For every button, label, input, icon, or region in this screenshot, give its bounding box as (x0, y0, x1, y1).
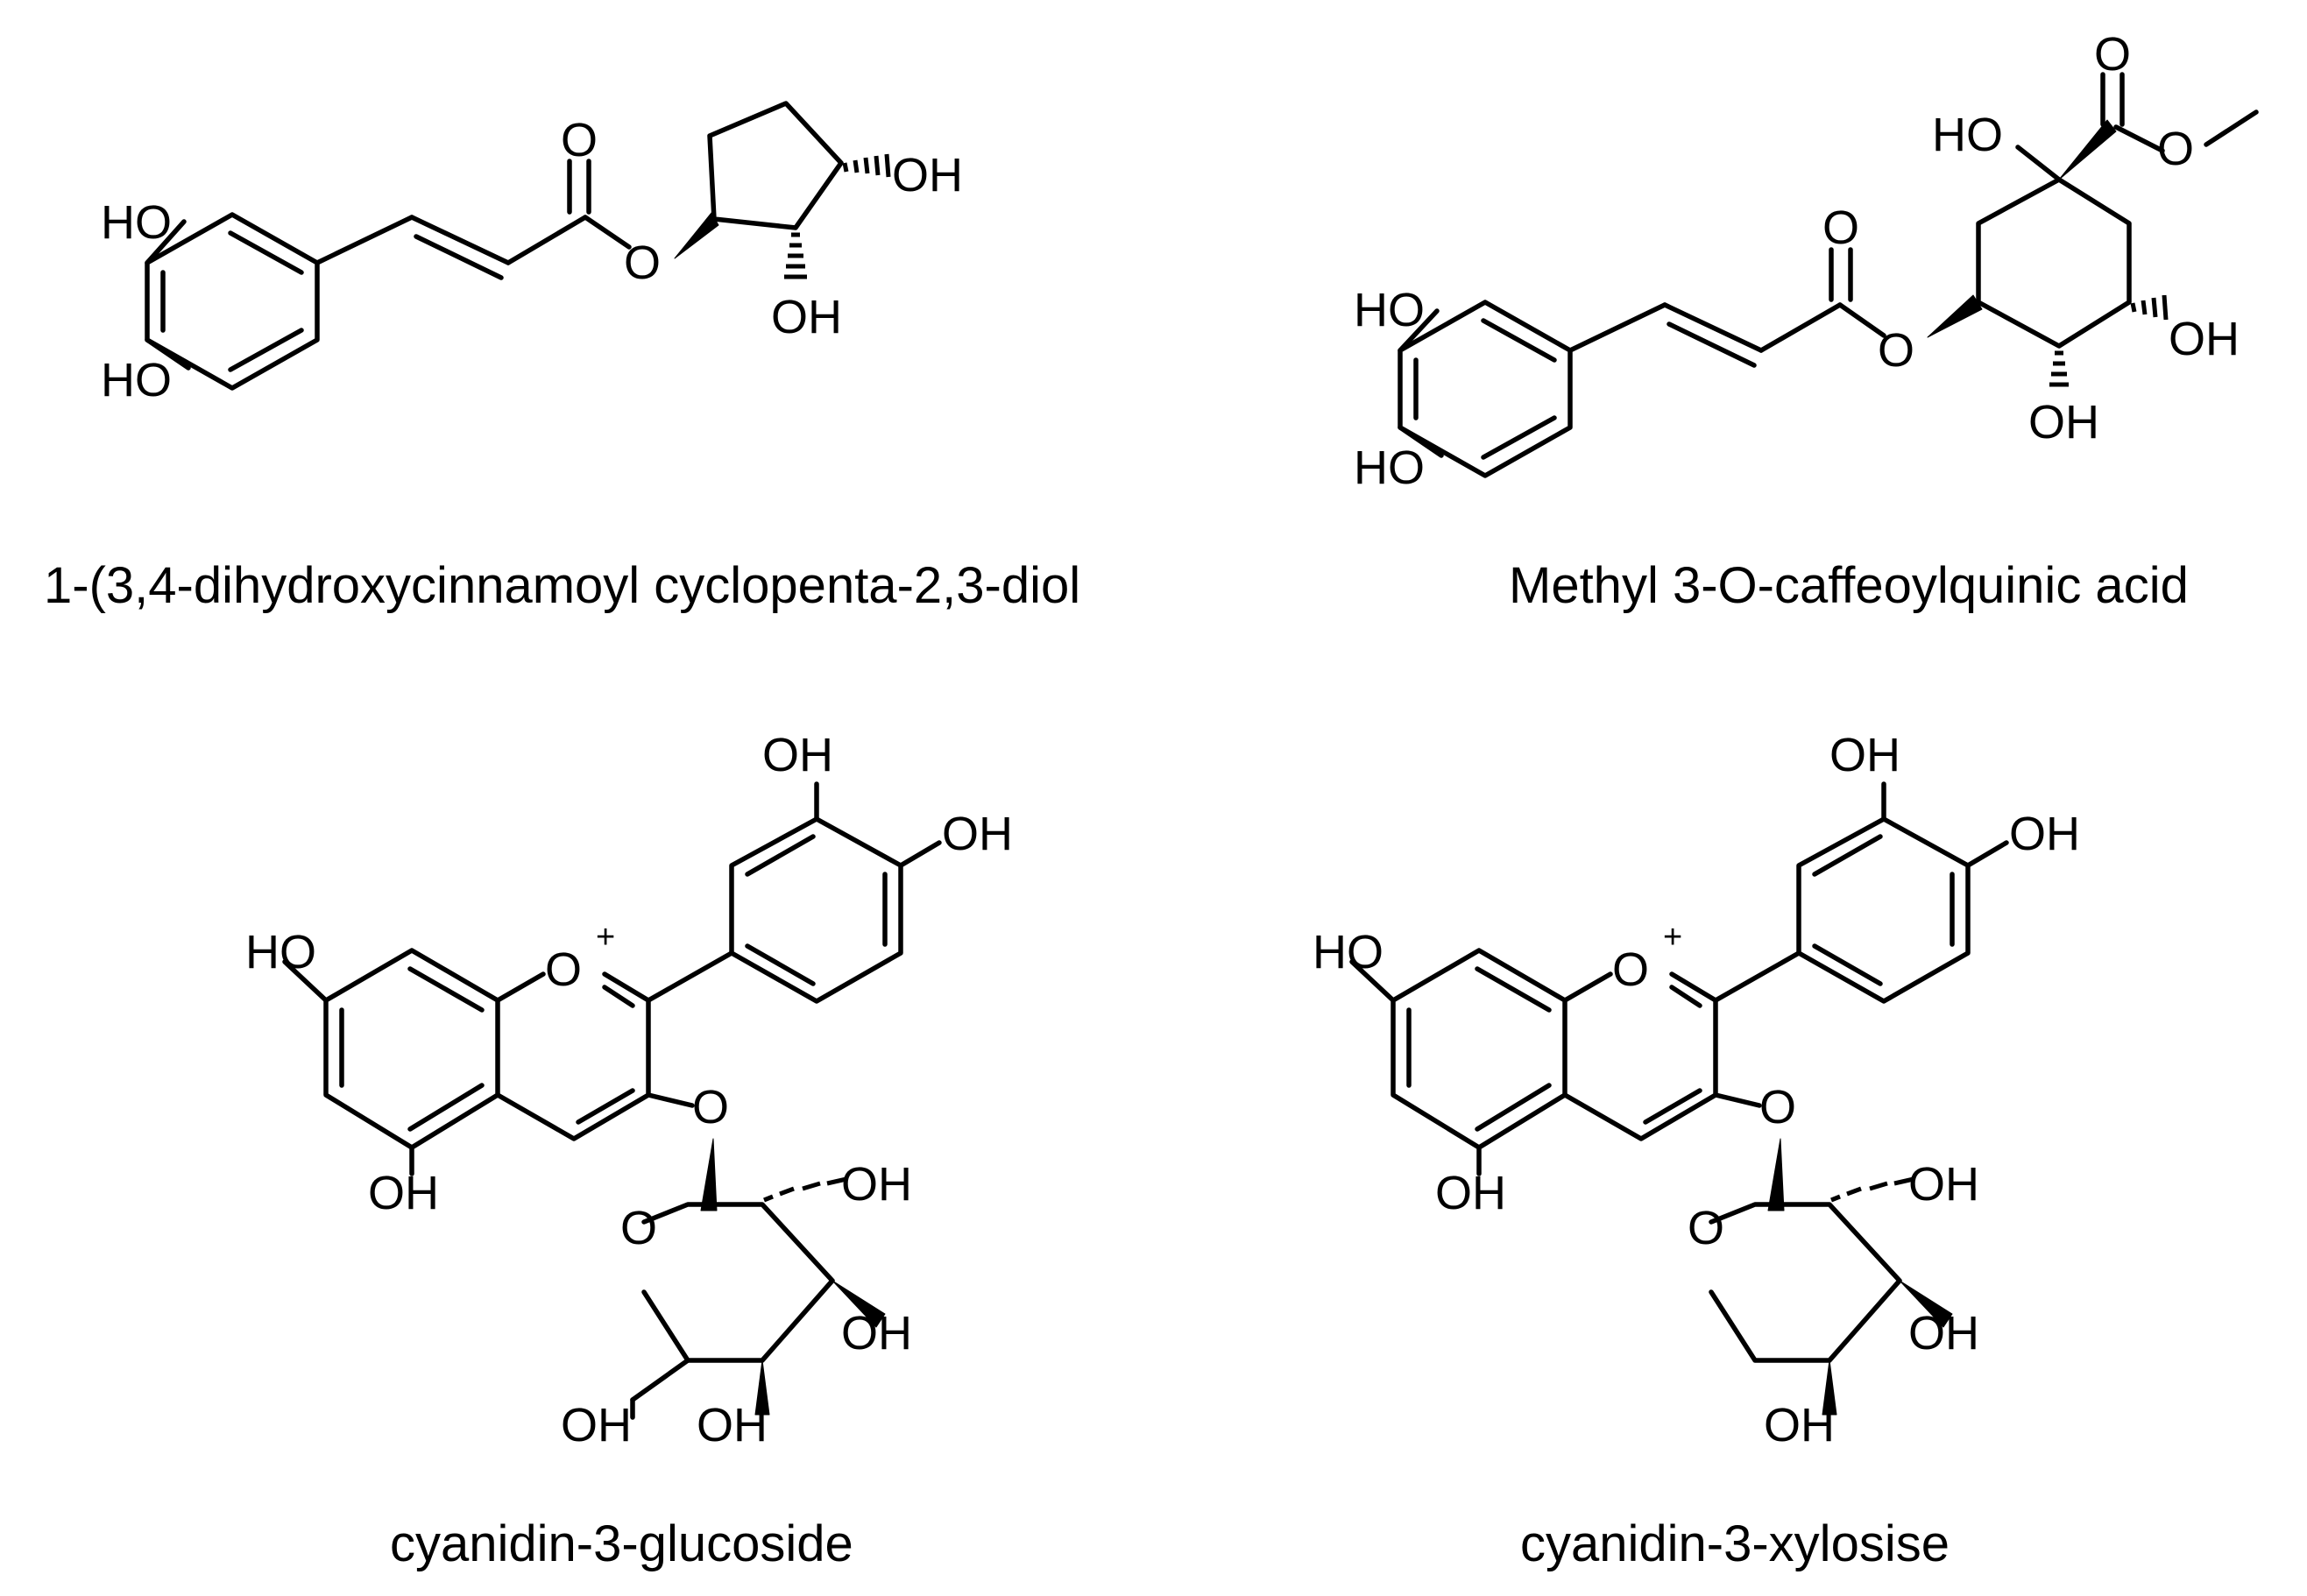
atom-label-o: O (620, 1202, 657, 1254)
atom-label-oh: OH (1908, 1307, 1979, 1359)
atom-label-oh: OH (368, 1167, 439, 1219)
atom-label-oh: OH (1764, 1399, 1835, 1451)
atom-label-oh: OH (2169, 313, 2240, 365)
structure-c1: HO HO O O OH OH (101, 101, 963, 406)
atom-label-oh: OH (771, 291, 842, 343)
atom-label-oh: OH (1829, 729, 1900, 781)
atom-label-ho: HO (1932, 109, 2003, 161)
caption-c3: cyanidin-3-glucoside (390, 1515, 853, 1572)
hash-bond (784, 232, 807, 279)
atom-label-oh: OH (841, 1158, 912, 1211)
atom-label-oh: OH (892, 149, 963, 201)
caption-c4: cyanidin-3-xylosise (1520, 1515, 1950, 1572)
atom-label-oh: OH (2028, 396, 2099, 448)
atom-label-oh: OH (1908, 1158, 1979, 1211)
atom-label-oh: OH (762, 729, 833, 781)
atom-label-o: O (545, 943, 582, 996)
atom-label-o: O (2157, 123, 2194, 175)
atom-label-o: O (561, 114, 598, 166)
atom-label-o: O (1612, 943, 1649, 996)
hash-bond (842, 153, 891, 178)
atom-label-o: O (1878, 324, 1914, 377)
atom-label-o: O (2094, 28, 2131, 81)
caption-c2: Methyl 3-O-caffeoylquinic acid (1509, 557, 2189, 614)
atom-label-o: O (1688, 1202, 1724, 1254)
atom-label-oh: OH (697, 1399, 768, 1451)
hash-bond (2049, 350, 2069, 387)
charge-plus: + (1663, 919, 1682, 956)
atom-label-o: O (624, 237, 661, 289)
atom-label-ho: HO (1313, 926, 1383, 978)
charge-plus: + (596, 919, 615, 956)
structure-c4: HO O + OH OH OH O O OH OH OH (1313, 729, 2080, 1451)
structure-c3: HO O + OH OH OH O O OH OH OH OH (245, 729, 1013, 1451)
hash-bond (2130, 294, 2169, 321)
atom-label-ho: HO (101, 196, 172, 249)
atom-label-oh: OH (2009, 808, 2080, 860)
hash-bond (1830, 1176, 1914, 1203)
atom-label-ho: HO (101, 354, 172, 406)
atom-label-oh: OH (841, 1307, 912, 1359)
atom-label-oh: OH (942, 808, 1013, 860)
atom-label-ho: HO (245, 926, 316, 978)
atom-label-oh: OH (1435, 1167, 1506, 1219)
atom-label-o: O (1822, 201, 1859, 254)
structure-c2: HO HO O O HO O O OH OH (1354, 28, 2259, 494)
atom-label-ho: HO (1354, 284, 1425, 336)
atom-label-o: O (1759, 1081, 1796, 1133)
atom-label-ho: HO (1354, 441, 1425, 494)
caption-c1: 1-(3,4-dihydroxycinnamoyl cyclopenta-2,3… (44, 557, 1080, 614)
atom-label-oh: OH (561, 1399, 632, 1451)
hash-bond (763, 1176, 847, 1203)
atom-label-o: O (692, 1081, 729, 1133)
